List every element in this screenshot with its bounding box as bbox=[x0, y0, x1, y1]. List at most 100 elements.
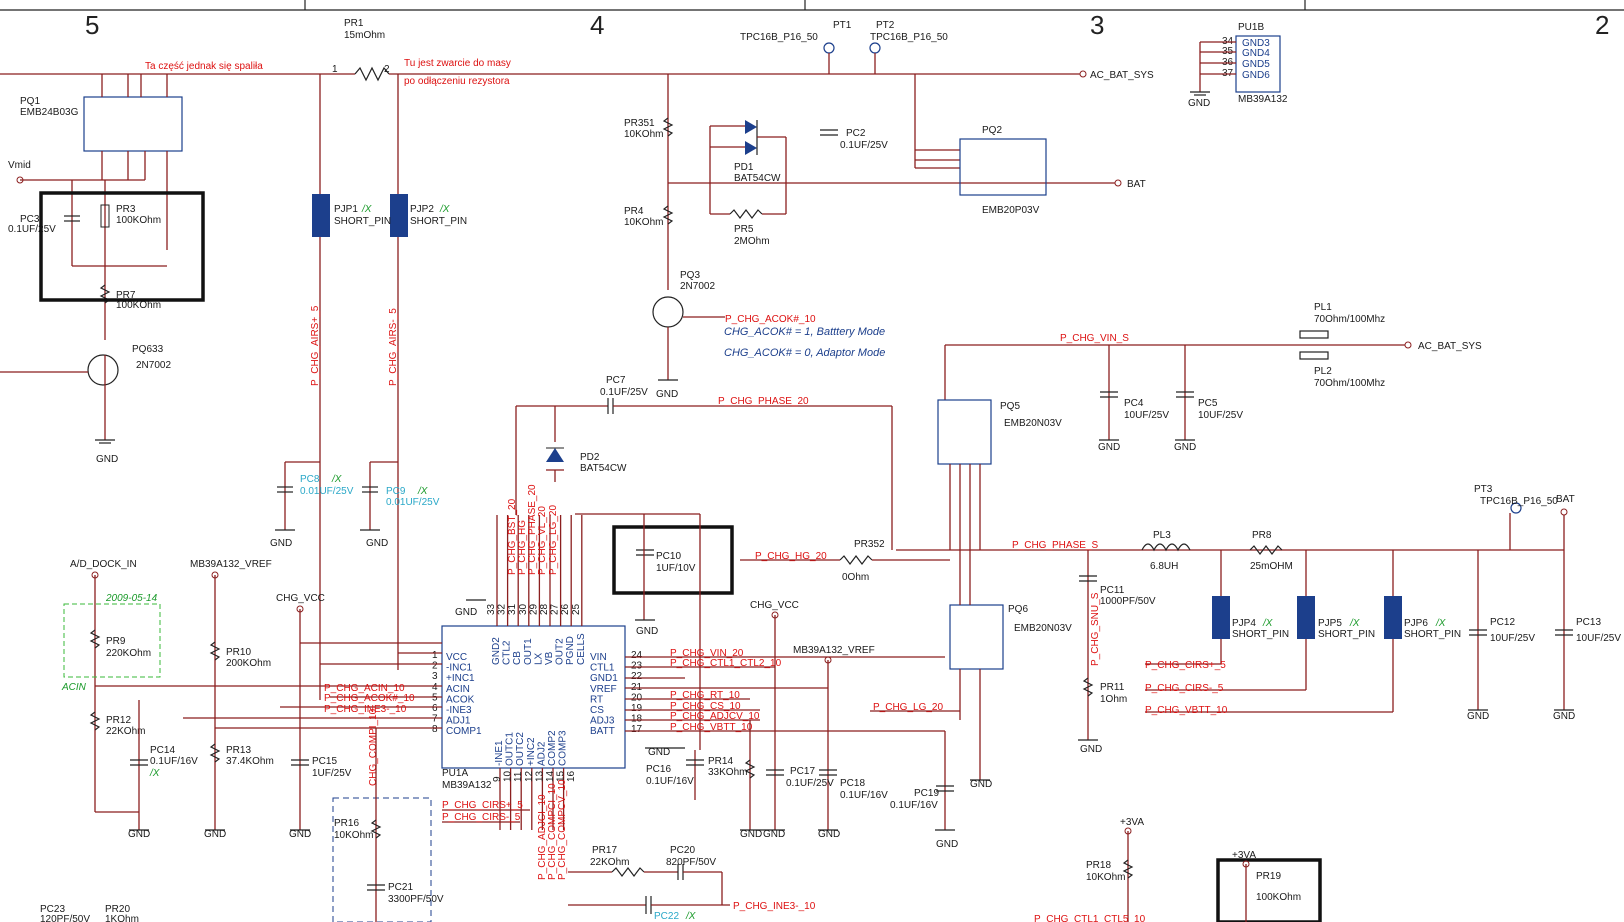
ic-pin-name-bottom: ADJ2 bbox=[536, 741, 547, 766]
pc16-ref: PC16 bbox=[646, 764, 671, 775]
pr17-value: 22KOhm bbox=[590, 857, 629, 868]
pc17-value: 0.1UF/25V bbox=[786, 778, 834, 789]
ic-pin-number-bottom: 9 bbox=[492, 776, 503, 782]
ic-pin-name-bottom: -INE1 bbox=[494, 740, 505, 766]
ic-pin-name-top: PGND bbox=[565, 636, 576, 665]
ic-pin-name-top: OUT2 bbox=[555, 638, 566, 665]
pr352-ref: PR352 bbox=[854, 539, 885, 550]
net-cirs-minus-2: P_CHG_CIRS-_5 bbox=[442, 812, 521, 823]
ic-pin-name-top: OUT1 bbox=[523, 638, 534, 665]
pc9-ref: PC9 bbox=[386, 486, 406, 497]
pc5-ref: PC5 bbox=[1198, 398, 1218, 409]
pin-label-vl: P_CHG_VL_20 bbox=[537, 506, 548, 575]
ic-pin-number-bottom: 15 bbox=[556, 770, 567, 782]
net-mb39-vref: MB39A132_VREF bbox=[190, 559, 272, 570]
pc4-ref: PC4 bbox=[1124, 398, 1144, 409]
pc19-value: 0.1UF/16V bbox=[890, 800, 938, 811]
pq633-value: 2N7002 bbox=[136, 360, 171, 371]
pc13-value: 10UF/25V bbox=[1576, 633, 1621, 644]
highlight-box-pr3 bbox=[39, 191, 205, 302]
pjp1-pjp2-region: PJP1 /X SHORT_PIN PJP2 /X SHORT_PIN P_CH… bbox=[270, 74, 467, 700]
zone-label-3: 3 bbox=[1090, 10, 1104, 40]
net-snu: P_CHG_SNU_S bbox=[1090, 592, 1101, 666]
pc9-x: /X bbox=[417, 486, 428, 497]
pc2-value: 0.1UF/25V bbox=[840, 140, 888, 151]
pr352-value: 0Ohm bbox=[842, 572, 869, 583]
pt1-ref: PT1 bbox=[833, 20, 852, 31]
pr19-ref: PR19 bbox=[1256, 871, 1281, 882]
ic-pin-name-top: CELLS bbox=[576, 633, 587, 665]
highlight-box-pc10 bbox=[612, 525, 734, 595]
ic-pin-number-top: 29 bbox=[528, 603, 539, 615]
gnd-label: GND bbox=[740, 829, 762, 840]
gnd-label: GND bbox=[1553, 711, 1575, 722]
zone-label-4: 4 bbox=[590, 10, 604, 40]
annotation-short-1: Tu jest zwarcie do masy bbox=[404, 58, 511, 69]
pq3-value: 2N7002 bbox=[680, 281, 715, 292]
net-cs: P_CHG_CS_10 bbox=[670, 701, 741, 712]
pc21-ref: PC21 bbox=[388, 882, 413, 893]
pc23-value: 120PF/50V bbox=[40, 914, 90, 922]
pc21-value: 3300PF/50V bbox=[388, 894, 444, 905]
ic-pin-name-top: GND2 bbox=[491, 637, 502, 665]
pr13-ref: PR13 bbox=[226, 745, 251, 756]
pr9-ref: PR9 bbox=[106, 636, 126, 647]
gnd-label: GND bbox=[1098, 442, 1120, 453]
ic-pin-number-bottom: 16 bbox=[566, 770, 577, 782]
pr20-ref: PR20 bbox=[105, 904, 130, 915]
net-bat-2: BAT bbox=[1556, 494, 1575, 505]
pc11-ref: PC11 bbox=[1100, 585, 1125, 596]
ic-pin-name-left: +INC1 bbox=[446, 673, 475, 684]
pin-label-compcv: P_CHG_COMPCV_10 bbox=[557, 779, 568, 880]
ic-pin-name-right: ADJ3 bbox=[590, 716, 615, 727]
pr8-value: 25mOHM bbox=[1250, 561, 1293, 572]
ic-pin-name-left: ACOK bbox=[446, 694, 475, 705]
ic-pin-name-bottom: COMP3 bbox=[558, 730, 569, 766]
pq5-ref: PQ5 bbox=[1000, 401, 1020, 412]
ic-pin-number-bottom: 14 bbox=[545, 770, 556, 782]
pjp4-value: SHORT_PIN bbox=[1232, 629, 1289, 640]
pin-label-lg: P_CHG_LG_20 bbox=[548, 505, 559, 575]
pin-label-phase: P_CHG_PHASE_20 bbox=[527, 484, 538, 575]
net-airs-plus: P_CHG_AIRS+_5 bbox=[310, 305, 321, 386]
ic-top-pins: GND233CTL232CB31OUT130LX29VB28OUT227PGND… bbox=[486, 515, 587, 665]
ic-pin-number-right: 24 bbox=[631, 650, 643, 661]
pr5-value: 2MOhm bbox=[734, 236, 770, 247]
pjp6-value: SHORT_PIN bbox=[1404, 629, 1461, 640]
ic-pin-name-bottom: OUTC2 bbox=[515, 732, 526, 766]
pr11-value: 1Ohm bbox=[1100, 694, 1127, 705]
output-region: PL3 6.8UH PR8 25mOHM PT3 TPC16B_P16_50 B… bbox=[1078, 484, 1621, 755]
net-ine3: P_CHG_INE3-_10 bbox=[324, 704, 407, 715]
ic-pin-number-right: 22 bbox=[631, 671, 643, 682]
gnd-label: GND bbox=[96, 454, 118, 465]
pc18-value: 0.1UF/16V bbox=[840, 790, 888, 801]
pin-name: GND5 bbox=[1242, 59, 1270, 70]
pc4-value: 10UF/25V bbox=[1124, 410, 1169, 421]
pjp6-ref: PJP6 bbox=[1404, 618, 1428, 629]
pc3-value: 0.1UF/25V bbox=[8, 224, 56, 235]
gnd-label: GND bbox=[636, 626, 658, 637]
pjp6-x: /X bbox=[1435, 618, 1446, 629]
ic-pin-number-top: 30 bbox=[518, 603, 529, 615]
pin-name: GND3 bbox=[1242, 38, 1270, 49]
pc7-value: 0.1UF/25V bbox=[600, 387, 648, 398]
pt2-value: TPC16B_P16_50 bbox=[870, 32, 948, 43]
pr7-value: 100KOhm bbox=[116, 300, 161, 311]
pu1b-value: MB39A132 bbox=[1238, 94, 1288, 105]
net-vbtt: P_CHG_VBTT_10 bbox=[1145, 705, 1228, 716]
zone-label-2: 2 bbox=[1595, 10, 1609, 40]
gnd-label: GND bbox=[204, 829, 226, 840]
net-bat: BAT bbox=[1127, 179, 1146, 190]
pq1-value: EMB24B03G bbox=[20, 107, 79, 118]
ic-pin-name-bottom: COMP2 bbox=[547, 730, 558, 766]
pc11-value: 1000PF/50V bbox=[1100, 596, 1156, 607]
ic-pin-number-right: 18 bbox=[631, 714, 643, 725]
net-compi: CHG_COMPI_10 bbox=[368, 708, 379, 786]
pr7-ref: PR7 bbox=[116, 290, 136, 301]
pr14-value: 33KOhm bbox=[708, 767, 747, 778]
net-adjcv: P_CHG_ADJCV_10 bbox=[670, 711, 760, 722]
net-mb39-vref-2: MB39A132_VREF bbox=[793, 645, 875, 656]
pc22-x: /X bbox=[685, 911, 696, 922]
pc7-ref: PC7 bbox=[606, 375, 626, 386]
pq6-ref: PQ6 bbox=[1008, 604, 1028, 615]
